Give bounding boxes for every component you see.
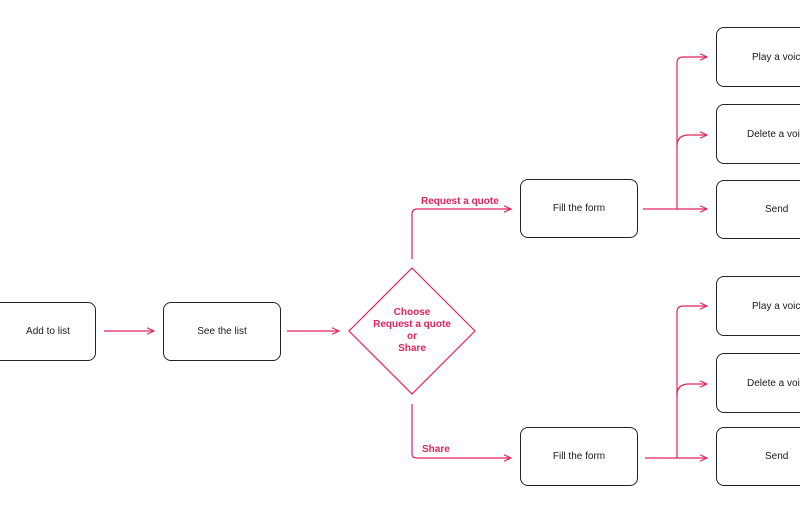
node-quote-send: Send: [716, 180, 800, 239]
node-add-to-list-label: Add to list: [26, 326, 70, 337]
decision-line-1: Choose: [393, 307, 431, 318]
edge-label-share: Share: [422, 444, 450, 455]
node-add-to-list: Add to list: [0, 302, 96, 361]
decision-line-2: Request a quote: [373, 319, 451, 330]
node-share-send: Send: [716, 427, 800, 486]
node-share-delete-voice-label: Delete a voice: [747, 377, 800, 389]
arrow-share-to-play: [676, 306, 707, 458]
decision-node: Choose Request a quote or Share: [348, 276, 476, 386]
node-see-the-list: See the list: [163, 302, 281, 361]
node-see-the-list-label: See the list: [197, 326, 247, 337]
node-share-send-label: Send: [765, 451, 789, 462]
node-share-play-voice: Play a voice: [716, 276, 800, 336]
arrow-decision-to-quote-form: [411, 209, 511, 259]
edge-label-request-quote: Request a quote: [421, 196, 499, 207]
node-share-delete-voice: Delete a voice: [716, 353, 800, 413]
node-share-fill-form-label: Fill the form: [552, 451, 606, 462]
arrow-decision-to-share-form: [411, 404, 511, 458]
decision-diamond: [348, 267, 476, 395]
node-quote-delete-voice-label: Delete a voice: [747, 128, 800, 140]
decision-line-4: Share: [398, 343, 426, 354]
decision-line-3: or: [407, 331, 417, 342]
node-quote-play-voice: Play a voice: [716, 27, 800, 87]
node-share-fill-form: Fill the form: [520, 427, 638, 486]
node-quote-fill-form: Fill the form: [520, 179, 638, 238]
node-quote-fill-form-label: Fill the form: [552, 203, 606, 214]
arrow-quote-to-play: [676, 57, 707, 209]
node-quote-play-voice-label: Play a voice: [752, 51, 800, 63]
node-share-play-voice-label: Play a voice: [752, 300, 800, 312]
arrow-share-to-delete: [676, 384, 707, 396]
node-quote-delete-voice: Delete a voice: [716, 104, 800, 164]
arrow-quote-to-delete: [676, 135, 707, 147]
node-quote-send-label: Send: [765, 204, 789, 215]
